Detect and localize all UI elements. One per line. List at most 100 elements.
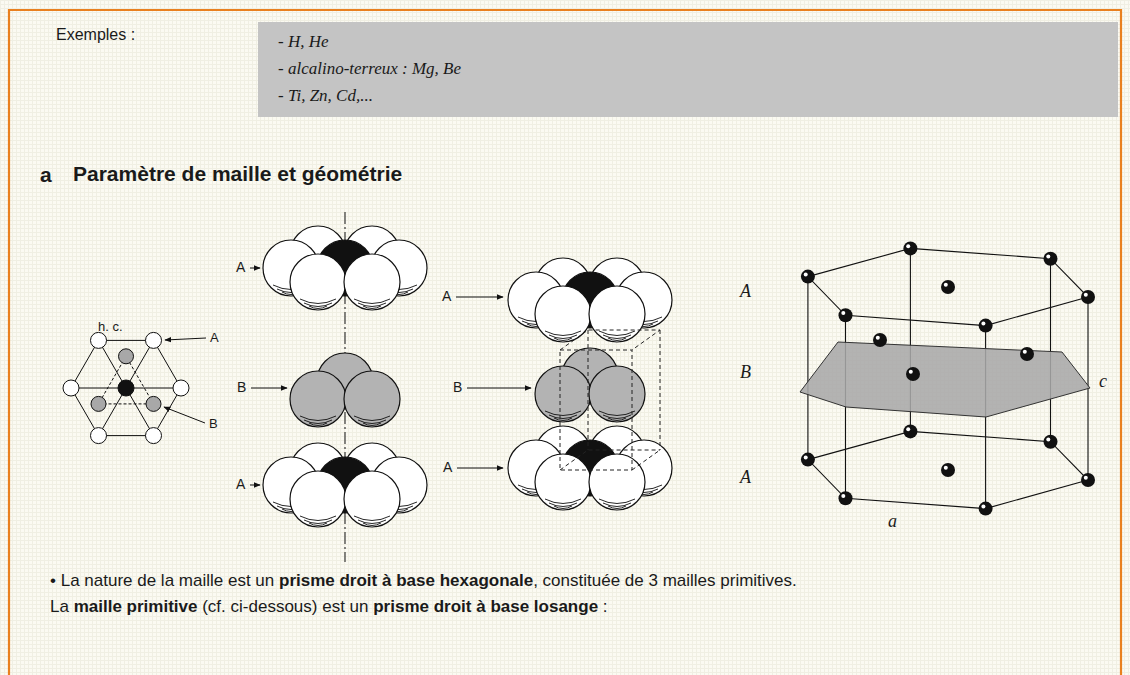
compact-stack-part-part (467, 388, 531, 389)
plan-view-part (119, 349, 134, 364)
hexagonal-prism-part-part (808, 431, 1088, 508)
body-text: • La nature de la maille est un (50, 571, 274, 590)
hexagonal-prism-part (903, 241, 917, 255)
exploded-stack-part (344, 371, 400, 427)
example-line: - Ti, Zn, Cd,... (278, 82, 1098, 109)
plan-view-part (146, 428, 162, 444)
compact-stack-part (535, 454, 591, 510)
plan-view-part (91, 428, 107, 444)
frame (9, 10, 1121, 675)
plan-view-part (71, 340, 181, 435)
compact-stack-part-part (560, 350, 632, 470)
examples-label: Exemples : (56, 25, 135, 44)
hexagonal-prism-part (1044, 252, 1058, 266)
layer-letter: A (236, 259, 245, 276)
section-letter: a (40, 162, 52, 187)
hexagonal-prism-part (873, 333, 887, 347)
compact-stack-part-part (456, 297, 503, 298)
exploded-stack (250, 212, 427, 562)
plan-view-part (146, 332, 162, 348)
packing-label: h. c. (98, 319, 123, 335)
example-line: - H, He (278, 28, 1098, 55)
plan-view-part (165, 338, 206, 340)
plan-view-part (91, 396, 106, 411)
compact-stack-part (535, 286, 591, 342)
compact-stack-part-part (588, 330, 589, 450)
hexagonal-prism-part (906, 367, 920, 381)
exploded-stack-part-part (250, 268, 260, 269)
layer-letter: B (237, 379, 246, 396)
exploded-stack-part (250, 268, 287, 485)
exploded-stack-part-part (251, 388, 287, 389)
bold-term: maille primitive (74, 597, 198, 616)
compact-stack-part-part (560, 450, 660, 470)
hexagonal-prism-part-part (1050, 259, 1051, 442)
compact-stack-part (589, 366, 645, 422)
body-text: La (50, 597, 69, 616)
plan-view-part (146, 396, 161, 411)
layer-letter: A (740, 281, 751, 303)
hexagonal-prism-part (1044, 435, 1058, 449)
layer-letter: A (210, 330, 219, 346)
plan-view-part (99, 340, 154, 435)
example-line: - alcalino-terreux : Mg, Be (278, 55, 1098, 82)
exploded-stack-part (290, 371, 346, 427)
layer-letter: B (453, 379, 462, 396)
hexagonal-prism-part-part (807, 277, 808, 460)
compact-stack-part-part (632, 450, 660, 470)
plan-view-part (164, 407, 205, 423)
layer-letter: A (236, 476, 245, 493)
bold-term: prisme droit à base hexagonale (279, 571, 533, 590)
layer-letter: A (740, 467, 751, 489)
hexagonal-prism-part (979, 502, 993, 516)
bold-term: prisme droit à base losange (373, 597, 598, 616)
compact-stack-part-part (660, 330, 661, 450)
body-text: , constituée de 3 mailles primitives. (533, 571, 797, 590)
plan-view-part (63, 380, 79, 396)
plan-view (63, 332, 206, 443)
exploded-stack-part (344, 471, 400, 527)
b-plane (800, 342, 1090, 417)
exploded-stack-part (290, 254, 346, 310)
compact-stack-part-part (457, 468, 503, 469)
examples-box: - H, He- alcalino-terreux : Mg, Be- Ti, … (258, 22, 1118, 117)
body-text: (cf. ci-dessous) est un (202, 597, 368, 616)
hexagonal-prism-part (1020, 347, 1034, 361)
dimension-label: a (888, 511, 897, 533)
layer-letter: B (209, 416, 218, 432)
hexagonal-prism-part (839, 491, 853, 505)
hexagonal-prism-part (941, 463, 955, 477)
exploded-stack-part-part (250, 485, 260, 486)
compact-stack-part (456, 297, 531, 468)
paragraph-line: La maille primitive(cf. ci-dessous) est u… (50, 596, 608, 618)
hexagonal-prism-part-part (808, 248, 1088, 325)
plan-view-part (118, 380, 134, 396)
plan-view-part (99, 340, 154, 435)
hexagonal-prism-part (1081, 473, 1095, 487)
exploded-stack-part (290, 471, 346, 527)
layer-letter: A (442, 288, 451, 305)
plan-view-part (91, 332, 107, 348)
hexagonal-prism-part (839, 308, 853, 322)
hexagonal-prism-part (903, 424, 917, 438)
section-heading: Paramètre de maille et géométrie (73, 162, 402, 186)
hexagonal-prism-part (801, 453, 815, 467)
exploded-stack-part (344, 254, 400, 310)
paragraph-line: • La nature de la maille est un prisme dr… (50, 570, 797, 592)
hexagonal-prism-part (941, 280, 955, 294)
compact-stack (456, 258, 672, 510)
layer-letter: A (443, 459, 452, 476)
hexagonal-prism (800, 241, 1095, 515)
compact-stack-part (589, 286, 645, 342)
plan-view-part (173, 380, 189, 396)
compact-stack-part (589, 454, 645, 510)
body-text: : (603, 597, 608, 616)
compact-stack-part (535, 366, 591, 422)
hexagonal-prism-part (801, 270, 815, 284)
layer-letter: B (740, 362, 751, 384)
compact-stack-part-part (560, 330, 660, 350)
hexagonal-prism-part (1081, 290, 1095, 304)
dimension-label: c (1099, 371, 1107, 393)
compact-stack-part (560, 330, 660, 470)
hexagonal-prism-part (979, 319, 993, 333)
